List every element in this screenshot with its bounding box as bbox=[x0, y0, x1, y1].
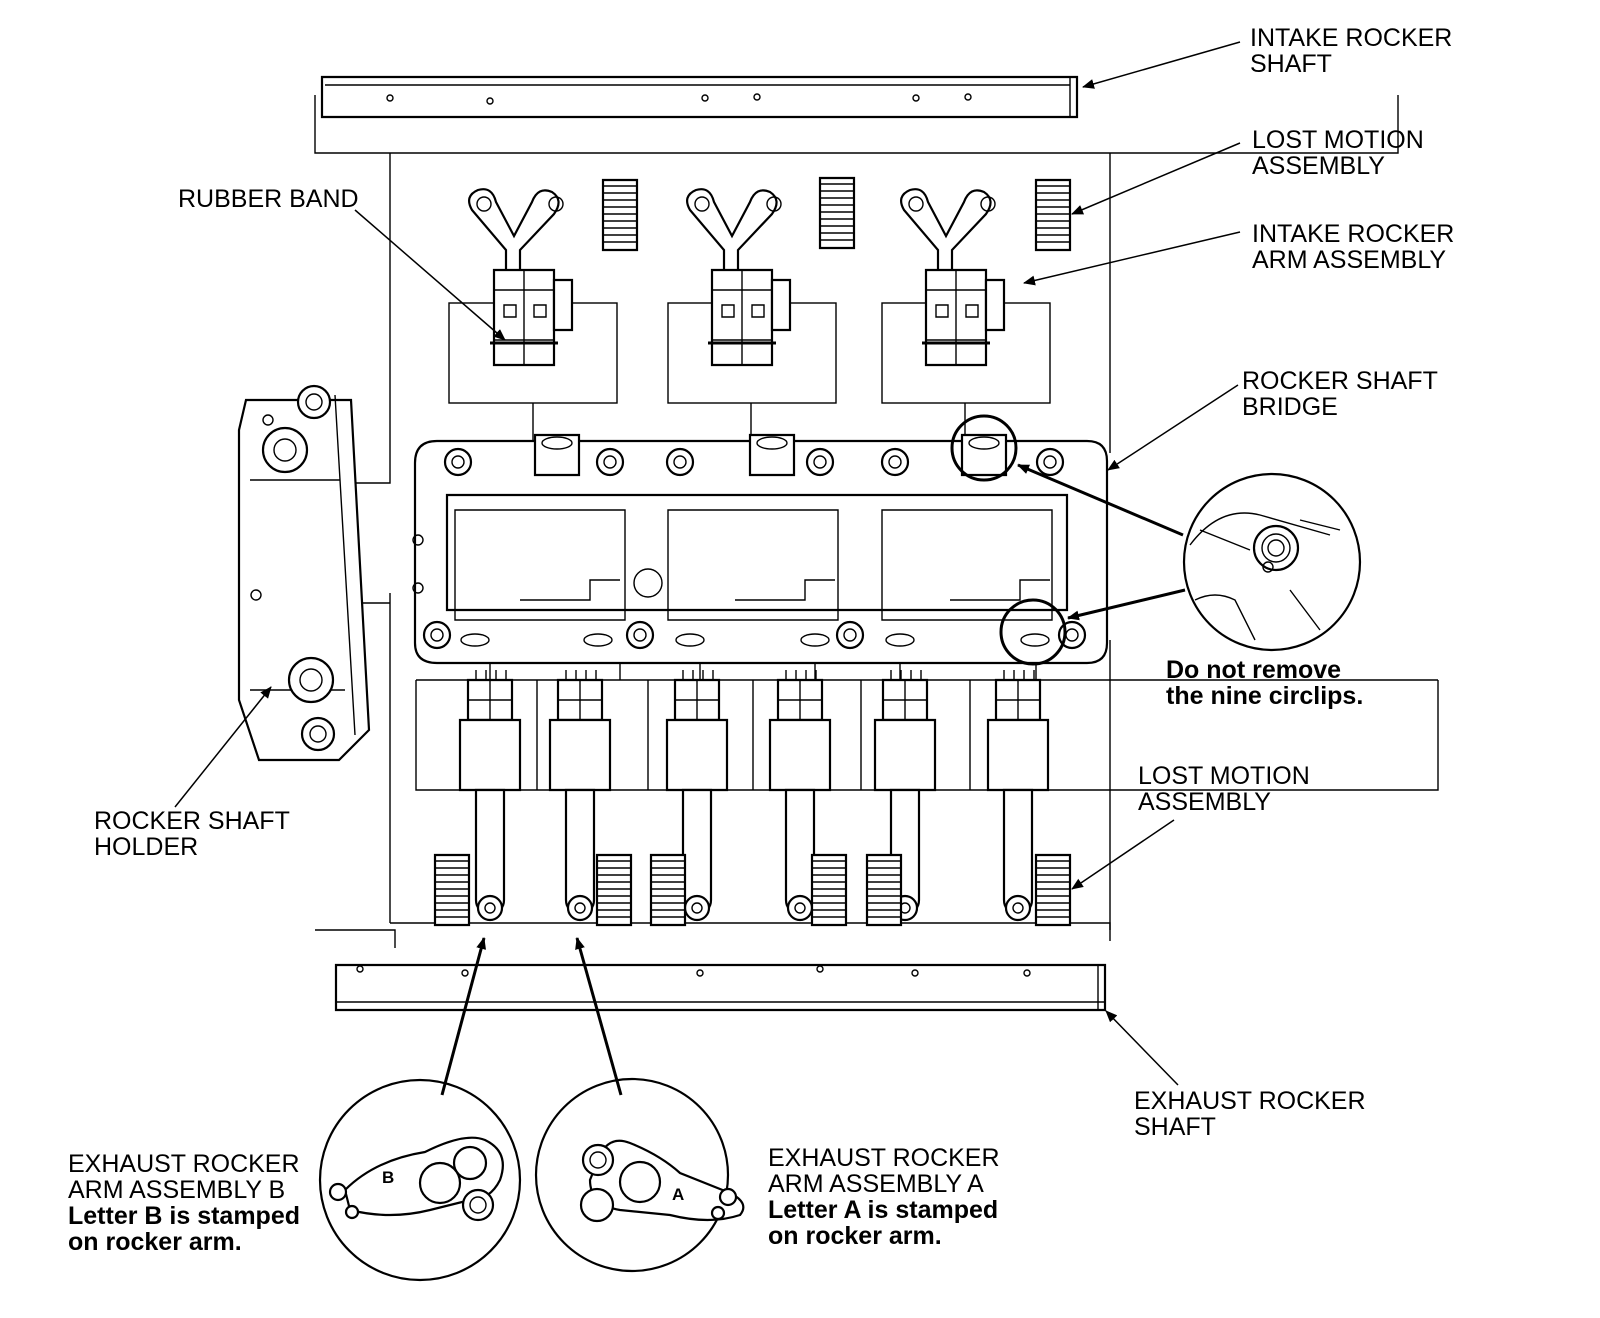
lost-motion-spring-bottom-1 bbox=[433, 853, 471, 927]
label-exhaust-rocker-arm-a: EXHAUST ROCKER ARM ASSEMBLY A Letter A i… bbox=[768, 1144, 1006, 1250]
label-intake-rocker-shaft: INTAKE ROCKER SHAFT bbox=[1250, 24, 1459, 78]
intake-rocker-arm-group bbox=[448, 176, 1072, 443]
label-circlip-note: Do not remove the nine circlips. bbox=[1166, 656, 1363, 710]
intake-rocker-arm-3 bbox=[899, 187, 1006, 367]
exhaust-arm-a-detail: A bbox=[534, 1077, 745, 1273]
lost-motion-spring-bottom-5 bbox=[865, 853, 903, 927]
exhaust-rocker-arm-group bbox=[415, 663, 1439, 927]
exhaust-arm-b-detail: B bbox=[318, 1078, 522, 1282]
lost-motion-spring-top-3 bbox=[1034, 178, 1072, 252]
stamp-letter-b: B bbox=[382, 1168, 394, 1187]
exhaust-rocker-shaft bbox=[334, 963, 1107, 1012]
lost-motion-spring-bottom-2 bbox=[595, 853, 633, 927]
circlip-detail-magnifier bbox=[1182, 472, 1362, 652]
label-rocker-shaft-bridge: ROCKER SHAFT BRIDGE bbox=[1242, 367, 1444, 421]
lost-motion-spring-bottom-4 bbox=[810, 853, 848, 927]
rocker-shaft-holder bbox=[237, 384, 371, 762]
label-lost-motion-assembly-top: LOST MOTION ASSEMBLY bbox=[1252, 126, 1431, 180]
label-exhaust-rocker-shaft: EXHAUST ROCKER SHAFT bbox=[1134, 1087, 1372, 1141]
lost-motion-spring-bottom-3 bbox=[649, 853, 687, 927]
label-rubber-band: RUBBER BAND bbox=[178, 185, 359, 213]
label-lost-motion-assembly-bottom: LOST MOTION ASSEMBLY bbox=[1138, 762, 1317, 816]
lost-motion-spring-bottom-6 bbox=[1034, 853, 1072, 927]
lost-motion-spring-top-1 bbox=[601, 178, 639, 252]
intake-rocker-arm-2 bbox=[685, 187, 792, 367]
leader-lines bbox=[174, 41, 1241, 1096]
label-intake-rocker-arm-assembly: INTAKE ROCKER ARM ASSEMBLY bbox=[1252, 220, 1461, 274]
intake-rocker-shaft bbox=[320, 75, 1079, 119]
stamp-letter-a: A bbox=[672, 1185, 684, 1204]
rocker-shaft-bridge bbox=[412, 414, 1109, 666]
label-rocker-shaft-holder: ROCKER SHAFT HOLDER bbox=[94, 807, 296, 861]
intake-rocker-arm-1 bbox=[467, 187, 574, 367]
lost-motion-spring-top-2 bbox=[818, 176, 856, 250]
label-exhaust-rocker-arm-b: EXHAUST ROCKER ARM ASSEMBLY B Letter B i… bbox=[68, 1150, 307, 1256]
